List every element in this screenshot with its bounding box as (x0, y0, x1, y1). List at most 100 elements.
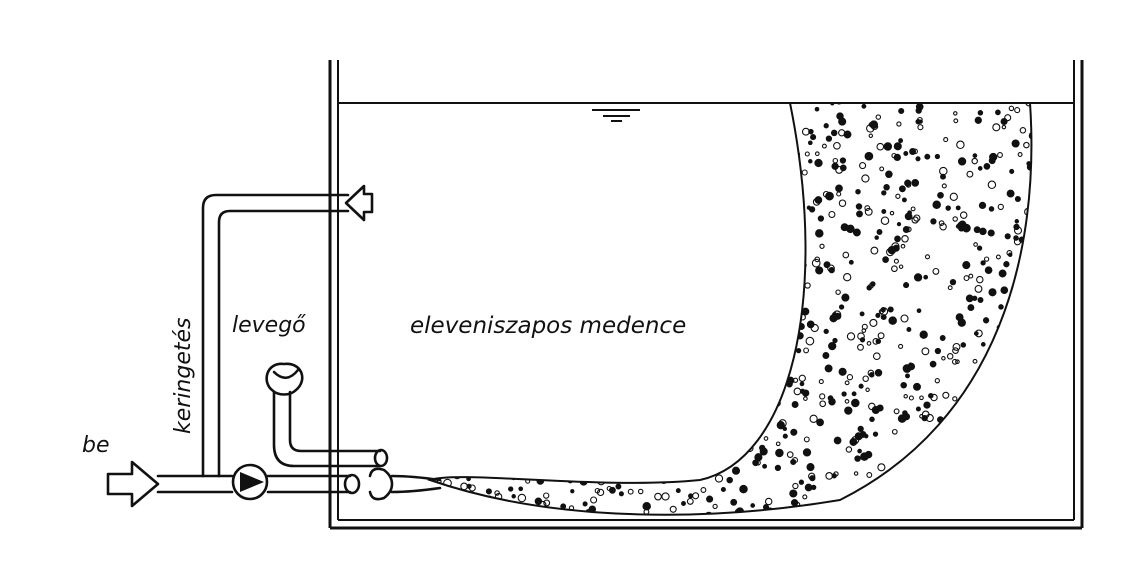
sludge-particle (767, 196, 773, 203)
sludge-particle (736, 278, 744, 285)
sludge-particle (500, 407, 508, 415)
sludge-particle (665, 166, 674, 175)
sludge-particle (846, 332, 856, 341)
sludge-particle (457, 287, 465, 296)
sludge-particle (806, 205, 812, 210)
sludge-particle (680, 150, 686, 156)
sludge-particle (891, 428, 898, 435)
sludge-particle (1033, 173, 1040, 180)
sludge-particle (656, 453, 662, 459)
sludge-particle (473, 288, 479, 295)
sludge-particle (871, 405, 880, 415)
sludge-particle (498, 432, 505, 439)
sludge-particle (727, 344, 737, 353)
sludge-particle (501, 260, 510, 269)
sludge-particle (821, 143, 827, 149)
sludge-particle (945, 205, 951, 211)
sludge-particle (495, 361, 502, 369)
sludge-particle (618, 442, 626, 449)
sludge-particle (479, 346, 485, 352)
sludge-particle (987, 180, 997, 190)
sludge-particle (992, 123, 1001, 132)
sludge-particle (572, 223, 581, 233)
sludge-particle (703, 371, 712, 379)
sludge-particle (463, 427, 471, 435)
sludge-particle (942, 422, 949, 428)
sludge-particle (906, 486, 916, 495)
sludge-particle (750, 278, 756, 284)
sludge-particle (857, 343, 864, 351)
sludge-particle (989, 152, 998, 162)
sludge-particle (541, 464, 549, 472)
sludge-particle (469, 442, 476, 449)
sludge-particle (496, 409, 505, 418)
sludge-particle (854, 455, 861, 462)
sludge-particle (531, 246, 540, 256)
sludge-particle (995, 109, 1001, 116)
sludge-particle (495, 175, 502, 181)
sludge-particle (640, 426, 646, 431)
sludge-particle (876, 142, 885, 151)
sludge-particle (908, 395, 914, 401)
sludge-particle (879, 166, 885, 172)
sludge-particle (466, 191, 474, 199)
sludge-particle (554, 341, 563, 350)
sludge-particle (688, 126, 694, 132)
sludge-particle (992, 464, 998, 469)
sludge-particle (655, 301, 661, 307)
sludge-particle (721, 141, 729, 148)
sludge-particle (506, 252, 513, 259)
sludge-particle (722, 204, 729, 211)
sludge-particle (636, 366, 642, 372)
sludge-particle (448, 147, 456, 155)
sludge-particle (992, 445, 998, 451)
sludge-particle (932, 267, 940, 275)
sludge-particle (790, 458, 797, 466)
sludge-particle (938, 522, 941, 525)
sludge-particle (417, 232, 423, 238)
sludge-particle (957, 318, 966, 327)
sludge-particle (472, 431, 481, 441)
sludge-particle (754, 340, 762, 348)
sludge-particle (824, 364, 833, 373)
sludge-particle (579, 134, 586, 140)
sludge-particle (473, 270, 479, 276)
sludge-particle (974, 116, 982, 124)
sludge-particle (716, 128, 724, 136)
sludge-particle (831, 162, 839, 170)
sludge-particle (432, 303, 441, 312)
sludge-particle (449, 255, 456, 262)
sludge-particle (877, 332, 885, 340)
sludge-particle (998, 304, 1004, 310)
sludge-particle (691, 134, 699, 142)
sludge-particle (844, 399, 850, 404)
sludge-particle (852, 228, 861, 237)
sludge-particle (838, 304, 845, 310)
sludge-particle (822, 352, 830, 359)
sludge-particle (718, 432, 725, 439)
sludge-particle (730, 498, 738, 506)
sludge-particle (456, 123, 463, 130)
sludge-particle (904, 212, 913, 221)
sludge-particle (728, 157, 734, 162)
sludge-particle (999, 377, 1008, 385)
sludge-particle (586, 123, 591, 128)
sludge-particle (713, 371, 721, 379)
sludge-particle (452, 431, 459, 438)
sludge-particle (491, 286, 501, 296)
sludge-particle (501, 279, 510, 288)
sludge-particle (542, 209, 548, 215)
sludge-particle (690, 302, 699, 311)
sludge-particle (504, 212, 513, 221)
sludge-particle (792, 183, 798, 189)
sludge-particle (952, 342, 961, 351)
sludge-particle (896, 221, 902, 227)
sludge-particle (681, 501, 686, 506)
sludge-particle (597, 477, 606, 486)
sludge-particle (695, 458, 704, 467)
sludge-particle (982, 445, 988, 452)
sludge-particle (544, 296, 551, 302)
sludge-particle (804, 483, 813, 492)
sludge-particle (814, 158, 823, 168)
sludge-particle (976, 275, 984, 284)
